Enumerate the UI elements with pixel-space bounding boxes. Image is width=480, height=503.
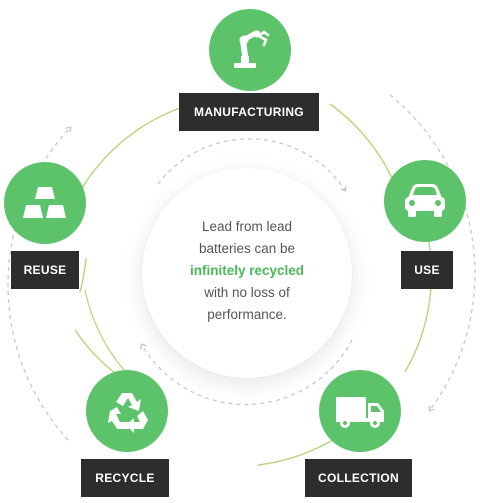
outer-dashed-arc-left [7, 126, 72, 441]
outer-dashed-arc-right [389, 94, 476, 412]
recycle-label: RECYCLE [81, 459, 169, 497]
truck-icon [319, 370, 401, 452]
center-line-1: Lead from lead [201, 219, 293, 234]
use-label: USE [401, 251, 453, 289]
robot-arm-icon [209, 9, 291, 91]
center-highlight: infinitely recycled [189, 263, 305, 278]
center-statement: Lead from lead batteries can be infinite… [165, 216, 329, 326]
ingots-icon [4, 162, 86, 244]
collection-label: COLLECTION [305, 459, 412, 497]
center-line-4: performance. [207, 307, 287, 322]
inner-dashed-arc-top [157, 138, 347, 192]
car-icon [384, 160, 466, 242]
inner-dashed-arc-bottom [140, 339, 353, 406]
center-line-2: batteries can be [198, 241, 296, 256]
center-line-3: with no loss of [204, 285, 290, 300]
recycle-icon [86, 370, 168, 452]
reuse-label: REUSE [11, 251, 79, 289]
manufacturing-label: MANUFACTURING [179, 93, 319, 131]
center-disc [142, 168, 352, 378]
